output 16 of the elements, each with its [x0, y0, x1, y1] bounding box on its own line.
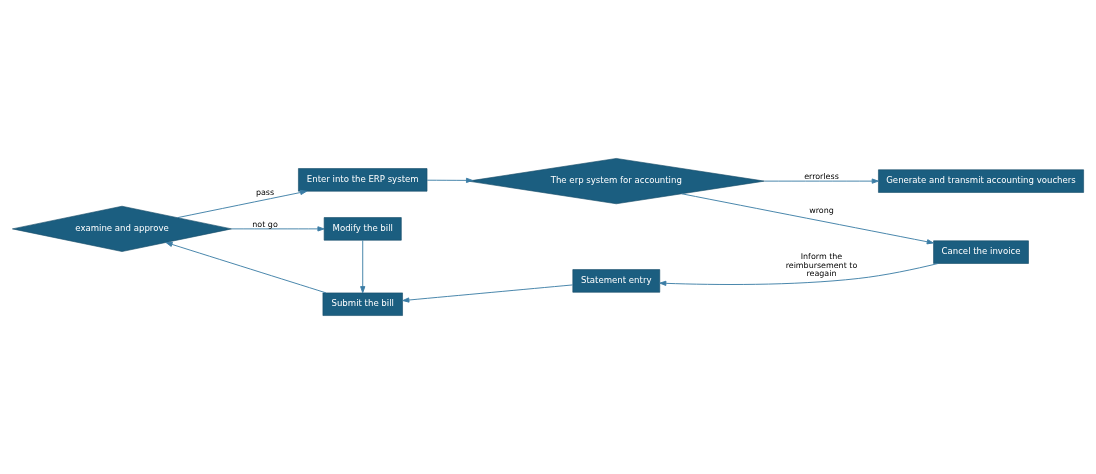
node-box: Submit the bill — [322, 292, 403, 316]
arrow — [764, 178, 879, 184]
arrow — [177, 189, 308, 219]
node-box: Generate and transmit accounting vouchers — [878, 169, 1084, 193]
arrow — [681, 193, 934, 245]
node-box: Statement entry — [572, 269, 661, 293]
arrow — [360, 239, 366, 294]
node-box: Cancel the invoice — [933, 240, 1029, 264]
node-box: Modify the bill — [323, 217, 402, 241]
arrow — [659, 263, 939, 286]
arrow — [231, 226, 325, 232]
arrow — [426, 177, 474, 183]
node-diamond: examine and approve — [12, 205, 232, 252]
arrow — [165, 241, 327, 294]
arrow — [402, 284, 574, 303]
node-box: Enter into the ERP system — [298, 168, 428, 192]
